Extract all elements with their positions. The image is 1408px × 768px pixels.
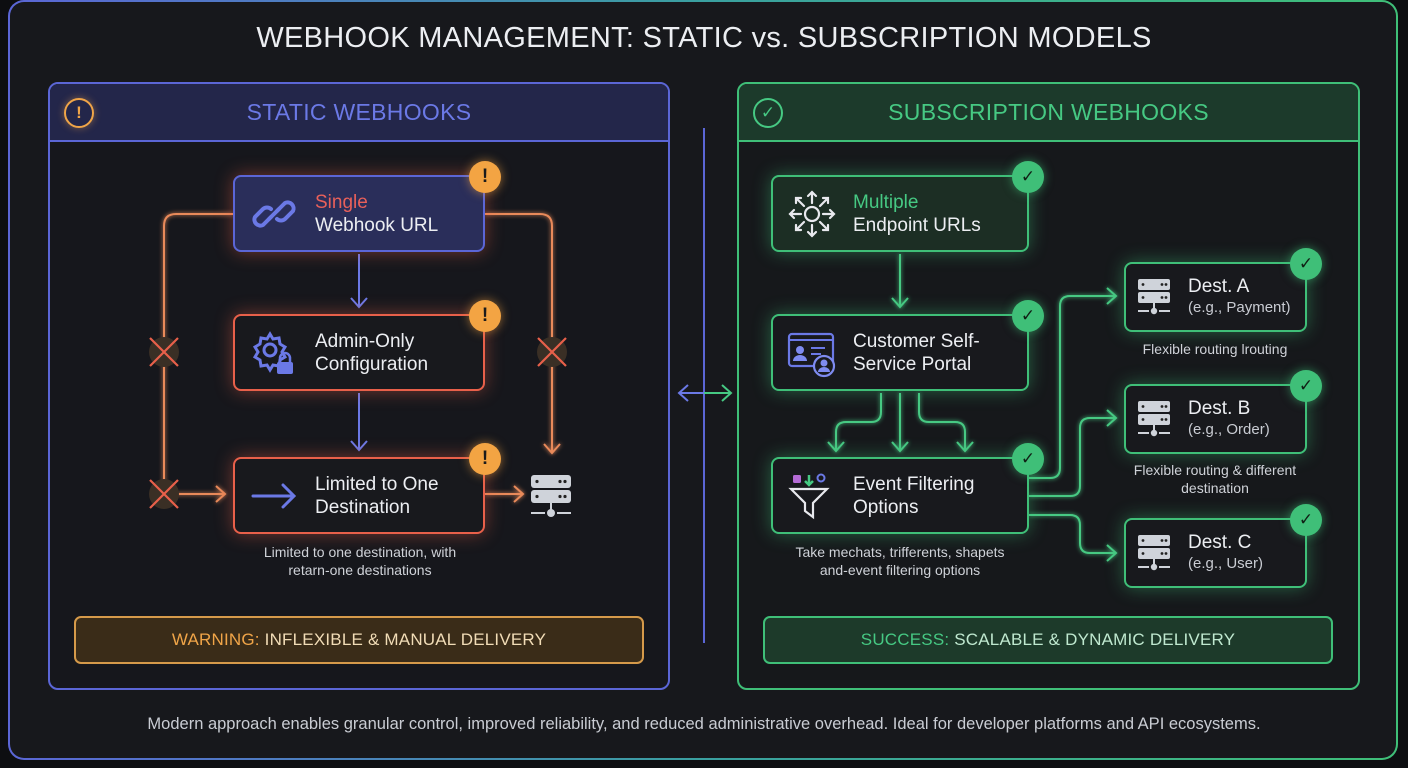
subscription-panel-header: ✓ SUBSCRIPTION WEBHOOKS	[739, 84, 1358, 142]
destination-subtitle: (e.g., User)	[1188, 555, 1264, 572]
destination-subtitle: (e.g., Payment)	[1188, 299, 1291, 316]
static-panel-header: ! STATIC WEBHOOKS	[50, 84, 668, 142]
status-label: WARNING:	[171, 630, 260, 649]
arrow-right-icon	[251, 483, 297, 508]
node-accent-label: Multiple	[853, 191, 919, 213]
server-icon	[1138, 279, 1170, 315]
static-webhooks-panel: ! STATIC WEBHOOKS	[48, 82, 670, 690]
check-badge-icon: ✓	[1012, 161, 1044, 193]
static-caption: Limited to one destination, with retarn-…	[210, 543, 510, 579]
caption-line1: Flexible routing & different	[1133, 462, 1297, 478]
funnel-filter-icon	[788, 473, 830, 519]
multiple-endpoint-urls-node: Multiple Endpoint URLs ✓	[771, 161, 1044, 252]
node-label-line1: Customer Self-	[853, 330, 980, 352]
status-message: SCALABLE & DYNAMIC DELIVERY	[954, 630, 1236, 649]
destination-subtitle: (e.g., Order)	[1188, 421, 1270, 438]
check-badge-icon: ✓	[1290, 504, 1322, 536]
status-message: INFLEXIBLE & MANUAL DELIVERY	[264, 630, 547, 649]
single-webhook-url-node: Single Webhook URL !	[233, 161, 501, 252]
caption-line1: Take mechats, trifferents, shapets	[795, 544, 1005, 560]
customer-self-service-portal-node: Customer Self- Service Portal ✓	[771, 300, 1044, 391]
warning-status-bar: WARNING: INFLEXIBLE & MANUAL DELIVERY	[74, 616, 644, 664]
caption-line2: destination	[1181, 480, 1249, 496]
node-label-line2: Destination	[315, 496, 411, 518]
caption-line2: and-event filtering options	[819, 562, 981, 578]
node-label-line1: Limited to One	[315, 473, 439, 495]
page-title: WEBHOOK MANAGEMENT: STATIC vs. SUBSCRIPT…	[256, 22, 1152, 54]
success-status-bar: SUCCESS: SCALABLE & DYNAMIC DELIVERY	[763, 616, 1333, 664]
node-label-line2: Configuration	[315, 353, 429, 375]
multi-endpoint-icon	[788, 189, 836, 238]
static-panel-title: STATIC WEBHOOKS	[246, 98, 472, 125]
node-label-line2: Options	[853, 496, 919, 518]
warning-circle-icon: !	[64, 98, 94, 128]
destination-c-node: Dest. C (e.g., User) ✓	[1124, 504, 1322, 588]
destination-title: Dest. A	[1188, 276, 1250, 297]
footer-note: Modern approach enables granular control…	[147, 715, 1261, 733]
check-circle-icon: ✓	[753, 98, 783, 128]
check-badge-icon: ✓	[1012, 443, 1044, 475]
filter-caption: Take mechats, trifferents, shapets and-e…	[760, 543, 1040, 579]
node-label-line1: Admin-Only	[315, 330, 415, 352]
destination-b-node: Dest. B (e.g., Order) ✓	[1124, 370, 1322, 454]
destination-title: Dest. C	[1188, 532, 1252, 553]
node-label-line2: Service Portal	[853, 353, 972, 375]
check-badge-icon: ✓	[1290, 248, 1322, 280]
destination-a-caption: Flexible routing lrouting	[1142, 341, 1288, 357]
server-icon	[1138, 535, 1170, 571]
caption-line1: Limited to one destination, with	[263, 544, 457, 560]
destination-a-node: Dest. A (e.g., Payment) ✓	[1124, 248, 1322, 332]
node-label: Webhook URL	[315, 214, 439, 236]
server-icon	[1138, 401, 1170, 437]
warning-badge-icon: !	[469, 161, 501, 193]
warning-badge-icon: !	[469, 300, 501, 332]
self-service-portal-icon	[787, 332, 836, 377]
caption-line2: retarn-one destinations	[288, 562, 432, 578]
gear-lock-icon	[252, 330, 293, 374]
node-label-line1: Event Filtering	[853, 473, 975, 495]
node-accent-label: Single	[315, 191, 368, 213]
warning-badge-icon: !	[469, 443, 501, 475]
event-filtering-options-node: Event Filtering Options ✓	[771, 443, 1044, 534]
node-label: Endpoint URLs	[853, 214, 981, 236]
check-badge-icon: ✓	[1012, 300, 1044, 332]
destination-title: Dest. B	[1188, 398, 1251, 419]
admin-only-configuration-node: Admin-Only Configuration !	[233, 300, 501, 391]
link-icon	[252, 199, 296, 228]
check-badge-icon: ✓	[1290, 370, 1322, 402]
limited-to-one-destination-node: Limited to One Destination !	[233, 443, 501, 534]
destination-b-caption: Flexible routing & different destination	[1110, 461, 1320, 497]
status-label: SUCCESS:	[860, 630, 950, 649]
subscription-panel-title: SUBSCRIPTION WEBHOOKS	[888, 98, 1209, 125]
